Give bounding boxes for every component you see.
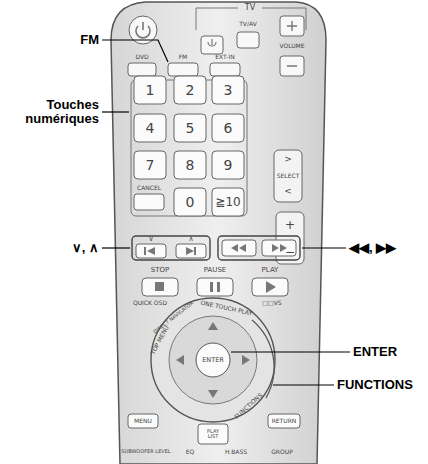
enter-button bbox=[196, 343, 230, 377]
button-symbol: ∨ bbox=[148, 236, 153, 243]
button-symbol: < bbox=[284, 187, 292, 196]
button-label: H.BASS bbox=[225, 449, 247, 455]
functions-arc bbox=[252, 320, 274, 398]
dial-label: ONE TOUCH PLAY bbox=[200, 299, 253, 316]
button-label: VOLUME bbox=[279, 43, 304, 49]
cursor-arrows bbox=[176, 322, 250, 398]
skip-frame bbox=[132, 236, 210, 260]
button-label: ENTER bbox=[202, 357, 224, 364]
button-label: EXT-IN bbox=[215, 54, 234, 60]
button-label: FM bbox=[179, 54, 188, 60]
cursor-ring bbox=[169, 316, 257, 404]
button-symbol: ∧ bbox=[188, 236, 193, 243]
digit-key: 7 bbox=[146, 158, 155, 173]
button-label: MENU bbox=[134, 418, 152, 424]
dial-label: DIRECT NAVIGATOR bbox=[153, 301, 195, 335]
digit-key: 3 bbox=[224, 83, 233, 98]
button-label: SUBWOOFER LEVEL bbox=[121, 449, 170, 454]
button-label: DVD bbox=[135, 54, 148, 60]
callout-label: ∨, ∧ bbox=[72, 241, 99, 255]
navigation-dial bbox=[151, 298, 275, 422]
dial-label: FUNCTIONS bbox=[233, 392, 263, 420]
button-label: EQ bbox=[186, 449, 195, 455]
button-label: PAUSE bbox=[204, 267, 227, 274]
callout-label: FM bbox=[80, 33, 99, 47]
digit-key: 2 bbox=[186, 83, 195, 98]
extin-button bbox=[210, 63, 240, 76]
digit-key: 6 bbox=[224, 121, 233, 136]
callout-label: ◀◀, ▶▶ bbox=[349, 241, 396, 255]
select-button bbox=[274, 150, 302, 202]
button-symbol: > bbox=[284, 155, 292, 164]
group-label: TV bbox=[245, 4, 255, 12]
digit-key: 8 bbox=[186, 158, 195, 173]
button-label: PLAY bbox=[262, 267, 279, 274]
leader-lines bbox=[102, 40, 350, 385]
digit-key: 0 bbox=[186, 195, 195, 210]
digit-key: ≧10 bbox=[215, 196, 240, 209]
transport-keys bbox=[136, 240, 296, 296]
tv-power-button bbox=[201, 36, 223, 54]
callout-label: Touches numériques bbox=[7, 98, 99, 125]
button-label: QUICK OSD bbox=[133, 300, 167, 306]
digit-key: 1 bbox=[146, 83, 155, 98]
transport-symbols bbox=[144, 244, 287, 293]
button-symbol: + bbox=[285, 219, 295, 232]
digit-key: 5 bbox=[186, 121, 195, 136]
button-label: □□VS bbox=[262, 300, 281, 306]
button-label: PLAY LIST bbox=[202, 429, 224, 440]
dvd-button bbox=[128, 63, 156, 76]
button-label: CANCEL bbox=[137, 185, 161, 191]
button-label: STOP bbox=[151, 267, 169, 274]
button-label: SELECT bbox=[277, 173, 300, 179]
button-label: TV/AV bbox=[239, 21, 257, 27]
power-symbol bbox=[136, 22, 150, 38]
callout-label: ENTER bbox=[353, 345, 397, 359]
search-frame bbox=[218, 236, 300, 260]
fm-button bbox=[168, 63, 198, 76]
digit-key: 9 bbox=[224, 158, 233, 173]
menu-keys bbox=[128, 414, 300, 444]
tvav-button bbox=[237, 32, 259, 48]
digit-key: 4 bbox=[146, 121, 155, 136]
power-symbol bbox=[208, 39, 216, 46]
button-symbol: − bbox=[285, 246, 295, 259]
button-label: RETURN bbox=[272, 418, 297, 424]
remote-body bbox=[111, 2, 326, 464]
callout-label: FUNCTIONS bbox=[337, 378, 413, 392]
button-label: GROUP bbox=[271, 449, 293, 455]
number-keys bbox=[134, 76, 244, 216]
